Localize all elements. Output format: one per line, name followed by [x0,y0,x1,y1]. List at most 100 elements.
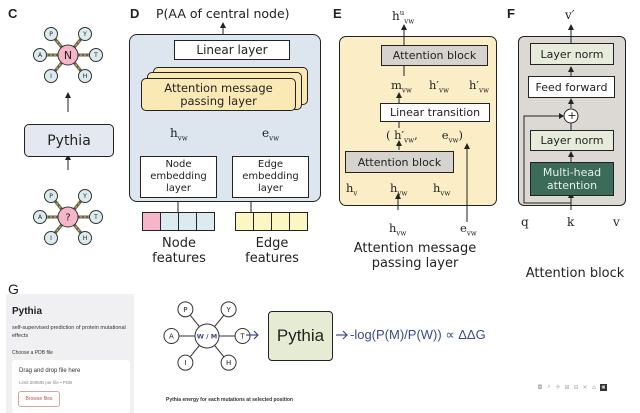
chart-caption: Pythia energy for each mutations at sele… [166,397,293,403]
file-dropzone[interactable]: Drag and drop file here Limit 200MB per … [12,360,130,413]
zoom-icon[interactable]: ⌕ [547,383,551,390]
arrow-head-icon [220,22,226,28]
linear-transition-box: Linear transition [380,103,490,122]
e-caption: Attention message passing layer [340,241,490,271]
neighbor-residue-label: T [93,52,98,59]
amp-line1: Attention message [164,80,273,95]
text-line: layer [257,183,284,194]
neighbor-residue-label: A [38,52,43,59]
neighbor-residue-node [78,231,92,245]
neighbor-residue-node [177,301,194,318]
text-line: Edge [257,159,284,170]
feature-cell [253,212,272,231]
neighbor-residue-node [89,210,103,224]
neighbor-residue-label: T [93,214,98,221]
neighbor-residue-label: A [38,214,43,221]
ddg-formula: -log(P(M)/P(W)) ∝ ΔΔG [350,327,486,342]
text-line: Node [162,236,196,251]
panel-f-label: F [507,6,515,21]
arrow-head-icon [568,98,574,104]
neighbor-residue-label: I [50,235,52,242]
panel-g-label: G [8,281,19,297]
text-line: embedding [242,171,299,182]
neighbor-residue-node [44,189,58,203]
text-line: attention [546,179,598,192]
multi-head-attention-box: Multi-head attention [530,162,614,196]
d-e-label: evw [262,126,280,143]
neighbor-residue-node [177,354,194,371]
central-residue-node [57,44,79,66]
d-output-label: P(AA of central node) [156,6,290,21]
panel-e-arrows [395,24,470,222]
neighbor-residue-node [78,189,92,203]
central-residue-label: W / M [197,332,218,340]
e-input-hv: hv [346,181,358,198]
arrow-head-icon [568,151,574,157]
reset-icon[interactable]: ⌂ [592,383,596,391]
text-line: embedding [150,171,207,182]
amp-line2: passing layer [180,93,257,108]
text-line: features [245,251,299,266]
e-tuple-label: ( h′vw,evw) [386,128,464,145]
layer-norm-top-box: Layer norm [530,43,614,65]
panel-e-label: E [333,6,342,21]
e-m-label: mvw [391,78,412,95]
edge-embedding-layer-box: Edge embedding layer [232,156,309,198]
d-h-label: hvw [170,126,188,143]
panel-c-label: C [8,6,18,21]
neighbor-residue-node [89,48,103,62]
central-residue-node [57,206,79,228]
arrow-right-icon [336,330,348,340]
arrow-head-icon [396,92,402,98]
central-residue-label: ? [65,213,70,224]
e-output-label: huvw [392,9,415,26]
edge-features-label: Edge features [235,236,309,266]
neighbor-residue-node [44,27,58,41]
neighbor-residue-label: I [50,73,52,80]
neighbor-residue-label: Y [82,193,87,200]
central-residue-node [194,323,220,349]
feature-cell [271,212,290,231]
browse-files-button[interactable]: Browse files [18,391,60,407]
arrow-head-icon [464,143,470,149]
zoom-out-icon[interactable]: ⊟ [573,383,579,391]
panel-d-label: D [130,6,140,21]
linear-layer-box: Linear layer [174,40,290,60]
neighbor-residue-node [220,354,237,371]
arrow-head-icon [568,66,574,72]
pythia-model-box: Pythia [24,124,114,157]
arrow-head-icon [65,154,71,160]
neighbor-residue-node [78,69,92,83]
dropzone-limit: Limit 200MB per file • PDB [19,380,73,385]
text-line: Node [165,159,192,170]
arrow-head-icon [65,92,71,98]
edge-feature-vector [235,212,308,231]
feature-cell [160,212,179,231]
attention-message-passing-box: Attention message passing layer [141,78,296,111]
zoom-in-icon[interactable]: ⊞ [564,383,570,391]
camera-icon[interactable]: ◘ [537,383,543,391]
feed-forward-box: Feed forward [528,76,615,98]
f-caption: Attention block [525,266,625,281]
neighbor-residue-label: I [184,359,186,367]
e-hprime-1: h′vw [429,78,449,95]
pan-icon[interactable]: ✛ [555,383,561,391]
neighbor-residue-label: P [183,306,187,314]
plotly-logo-icon[interactable]: ▦ [600,383,607,391]
neighbor-residue-node [220,301,237,318]
neighbor-residue-node [44,231,58,245]
neighbor-residue-node [44,69,58,83]
feature-cell [289,212,308,231]
autoscale-icon[interactable]: ✕ [582,383,588,391]
node-feature-vector [142,212,215,231]
pythia-model-box-g: Pythia [268,311,333,361]
streamlit-sidebar: Pythia self-supervised prediction of pro… [6,294,134,413]
arrow-head-icon [396,140,402,146]
app-subtitle: self-supervised prediction of protein mu… [12,325,126,339]
text-line: Multi-head [542,166,602,179]
neighbor-residue-label: H [83,235,88,242]
